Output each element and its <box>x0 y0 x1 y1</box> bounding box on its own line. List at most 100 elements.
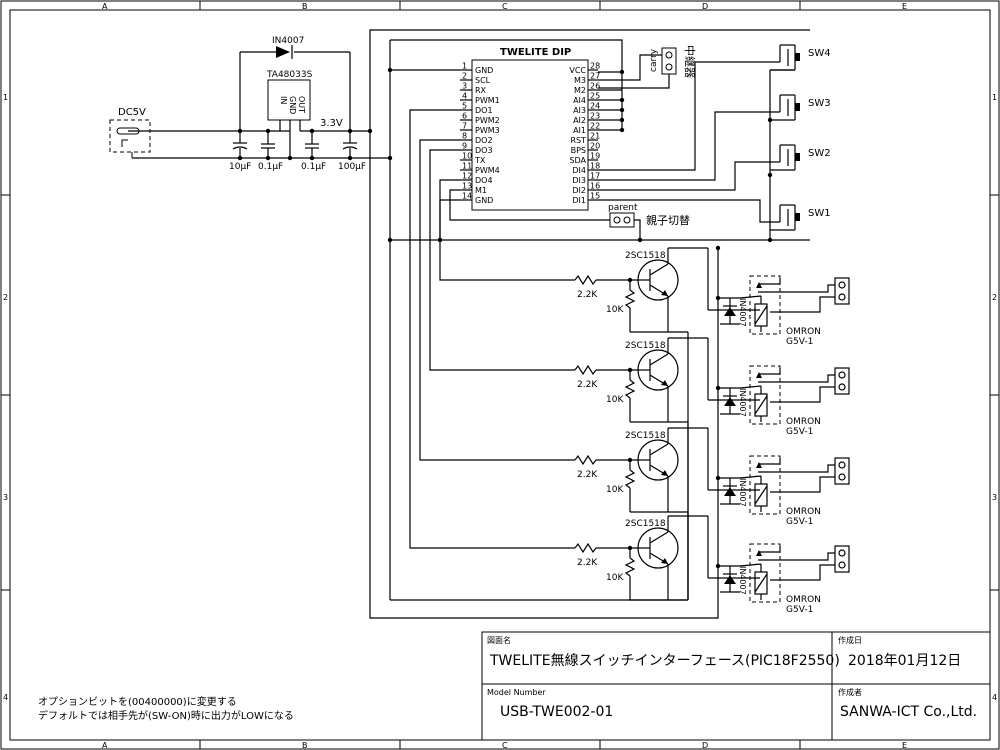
cap-label-4: 100µF <box>338 162 366 172</box>
mcu-pin-name: M2 <box>574 86 586 95</box>
mcu-pin-num: 8 <box>462 132 467 141</box>
cap-10uf <box>232 131 248 158</box>
mcu-pin-num: 4 <box>462 92 467 101</box>
mcu-pin-num: 10 <box>462 152 472 161</box>
model-number: USB-TWE002-01 <box>500 704 613 720</box>
mcu-pin-name: DI3 <box>572 176 586 185</box>
mode-label: 親子切替 <box>646 213 690 227</box>
mcu-pin-num: 23 <box>590 112 600 121</box>
regulator-label: TA48033S <box>266 70 313 80</box>
cap-0u1-a <box>261 131 275 158</box>
pulldown-resistor-label: 10K <box>606 485 624 495</box>
mcu-pin-num: 17 <box>590 172 600 181</box>
mcu-pin-name: SCL <box>475 76 491 85</box>
row-label-4-right: 4 <box>992 693 997 702</box>
push-switch-4 <box>770 204 800 231</box>
relay-maker-label: OMRON <box>786 417 821 427</box>
mcu-pin-num: 6 <box>462 112 467 121</box>
mcu-pin-num: 27 <box>590 72 600 81</box>
row-label-2: 2 <box>3 293 8 302</box>
col-label-c-bottom: C <box>502 741 508 750</box>
mcu-pin-name: M3 <box>574 76 586 85</box>
date-label: 作成日 <box>838 635 862 645</box>
input-diode-label: IN4007 <box>272 36 304 46</box>
flyback-diode-label: IN4007 <box>738 298 747 327</box>
cap-label-2: 0.1µF <box>258 162 283 172</box>
rail-3v3-label: 3.3V <box>320 118 343 129</box>
mcu-pin-name: AI1 <box>573 126 586 135</box>
relay-maker-label: OMRON <box>786 595 821 605</box>
row-label-3-right: 3 <box>992 493 997 502</box>
col-label-b: B <box>302 2 308 11</box>
mcu-pin-name: RX <box>475 86 487 95</box>
mcu-pin-num: 21 <box>590 132 600 141</box>
mcu-pin-name: M1 <box>475 186 487 195</box>
mcu-pin-name: DI2 <box>572 186 586 195</box>
relay-model-label: G5V-1 <box>786 517 813 527</box>
col-label-e: E <box>902 2 907 11</box>
mcu-pin-name: SDA <box>569 156 586 165</box>
drawing-name-label: 図面名 <box>487 635 511 645</box>
mcu-pin-name: AI4 <box>573 96 586 105</box>
mcu-pin-name: PWM4 <box>475 166 500 175</box>
mcu-pin-name: BPS <box>571 146 586 155</box>
author: SANWA-ICT Co.,Ltd. <box>840 704 977 720</box>
col-label-c: C <box>502 2 508 11</box>
regulator <box>267 79 311 121</box>
author-label: 作成者 <box>838 687 862 697</box>
dc-jack-label: DC5V <box>118 107 146 118</box>
pulldown-resistor-label: 10K <box>606 305 624 315</box>
regulator-pin-gnd: GND <box>288 96 297 114</box>
dc-jack <box>109 119 240 158</box>
mcu-pin-name: PWM3 <box>475 126 500 135</box>
pulldown-resistor-label: 10K <box>606 395 624 405</box>
col-label-a-bottom: A <box>102 741 108 750</box>
relay-label: 中継器 <box>683 45 697 78</box>
sw3-label: SW3 <box>808 98 831 109</box>
relay-model-label: G5V-1 <box>786 427 813 437</box>
mcu-pin-name: DO4 <box>475 176 493 185</box>
mcu-pin-num: 2 <box>462 72 467 81</box>
title-block <box>481 631 991 741</box>
col-label-d-bottom: D <box>702 741 708 750</box>
mcu-pin-num: 28 <box>590 62 600 71</box>
cap-0u1-b <box>305 131 319 158</box>
row-label-3: 3 <box>3 493 8 502</box>
parent-label: parent <box>608 203 638 213</box>
transistor-label: 2SC1518 <box>625 341 666 351</box>
transistor-label: 2SC1518 <box>625 251 666 261</box>
mcu-pin-num: 3 <box>462 82 467 91</box>
mcu-pin-name: DI4 <box>572 166 586 175</box>
transistor-label: 2SC1518 <box>625 431 666 441</box>
mcu-pin-num: 19 <box>590 152 600 161</box>
mcu-pin-num: 18 <box>590 162 600 171</box>
col-label-d: D <box>702 2 708 11</box>
row-label-1: 1 <box>3 93 8 102</box>
base-resistor-label: 2.2K <box>577 290 598 300</box>
mcu-pin-num: 11 <box>462 162 472 171</box>
base-resistor-label: 2.2K <box>577 380 598 390</box>
parent-jumper <box>449 189 641 240</box>
regulator-pin-in: IN <box>279 96 288 104</box>
mcu-pin-num: 25 <box>590 92 600 101</box>
relay-model-label: G5V-1 <box>786 337 813 347</box>
sw4-label: SW4 <box>808 48 831 59</box>
relay-maker-label: OMRON <box>786 327 821 337</box>
carry-jumper <box>598 47 677 89</box>
regulator-pin-out: OUT <box>297 96 306 113</box>
mcu-pin-name: PWM2 <box>475 116 500 125</box>
mcu-pin-name: DO3 <box>475 146 493 155</box>
pulldown-resistor-label: 10K <box>606 573 624 583</box>
mcu-pin-name: AI3 <box>573 106 586 115</box>
cap-100uf <box>342 131 358 158</box>
relay-maker-label: OMRON <box>786 507 821 517</box>
sw1-label: SW1 <box>808 208 831 219</box>
push-switch-2 <box>770 94 800 121</box>
mcu-pin-num: 22 <box>590 122 600 131</box>
mcu-pin-name: PWM1 <box>475 96 500 105</box>
flyback-diode-label: IN4007 <box>738 388 747 417</box>
